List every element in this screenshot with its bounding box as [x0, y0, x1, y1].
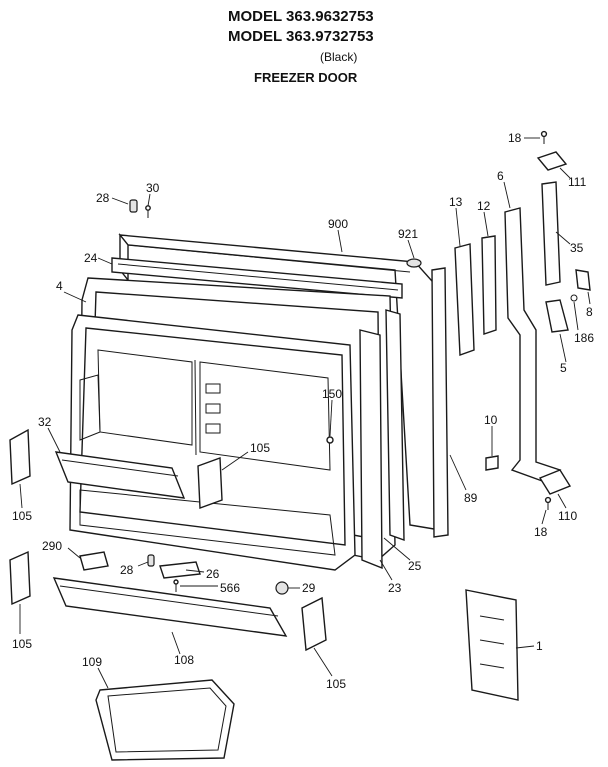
pin-28-top [129, 199, 138, 213]
screw-18-bottom [544, 496, 552, 510]
callout-label: 28 [96, 191, 110, 205]
hinge-cover-35 [541, 181, 561, 286]
callout-label: 290 [42, 539, 62, 553]
callout-label: 105 [12, 637, 32, 651]
screw-30 [145, 205, 151, 218]
bin-end-105-center [197, 457, 223, 509]
bin-end-105-left-lower [9, 550, 31, 606]
callout-label: 566 [220, 581, 240, 595]
screw-18-top [540, 130, 548, 144]
bracket-26 [159, 561, 201, 579]
callout-label: 89 [464, 491, 478, 505]
plug-921 [406, 258, 422, 268]
callout-label: 13 [449, 195, 463, 209]
callout-label: 186 [574, 331, 594, 345]
callout-label: 110 [558, 509, 577, 523]
callout-label: 1 [536, 639, 543, 653]
callout-label: 5 [560, 361, 567, 375]
callout-label: 26 [206, 567, 220, 581]
fastener-150 [326, 436, 334, 444]
callout-label: 28 [120, 563, 134, 577]
callout-label: 109 [82, 655, 102, 669]
callout-label: 108 [174, 653, 194, 667]
hinge-cover-13 [454, 243, 475, 356]
callout-label: 24 [84, 251, 98, 265]
trim-strip-89 [431, 267, 449, 538]
callout-label: 921 [398, 227, 418, 241]
callout-label: 111 [568, 175, 587, 189]
shim-8 [575, 269, 591, 291]
bracket-5 [545, 299, 569, 333]
door-gasket-24 [111, 257, 403, 299]
door-liner [69, 314, 356, 571]
section-title: FREEZER DOOR [254, 70, 358, 85]
diagram-header: MODEL 363.9632753 MODEL 363.9732753 (Bla… [0, 6, 608, 96]
callout-label: 18 [534, 525, 548, 539]
spring-186 [570, 294, 578, 302]
callout-label: 12 [477, 199, 491, 213]
leader-lines [19, 137, 591, 689]
callout-label: 105 [326, 677, 346, 691]
nameplate-1 [465, 589, 519, 701]
bin-end-105-left-upper [9, 428, 31, 486]
bucket-109 [95, 679, 235, 761]
callout-label: 105 [250, 441, 270, 455]
pin-28-bottom [147, 554, 155, 567]
callout-label: 6 [497, 169, 504, 183]
clip-290 [79, 551, 109, 571]
model-number-2: MODEL 363.9732753 [228, 28, 374, 45]
color-note: (Black) [320, 50, 358, 64]
callout-label: 32 [38, 415, 52, 429]
callout-label: 30 [146, 181, 160, 195]
hinge-plate-110 [538, 469, 572, 495]
callout-label: 25 [408, 559, 422, 573]
callout-label: 35 [570, 241, 584, 255]
callout-label: 4 [56, 279, 63, 293]
plug-29 [275, 581, 289, 595]
shelf-108 [52, 577, 288, 637]
stop-10 [485, 455, 499, 471]
callout-label: 23 [388, 581, 402, 595]
door-side-edge-25 [385, 309, 405, 541]
callout-label: 150 [322, 387, 342, 401]
shelf-32 [54, 451, 186, 499]
model-number-1: MODEL 363.9632753 [228, 8, 374, 25]
door-side-edge-23 [359, 329, 383, 570]
hinge-strip-12 [481, 235, 497, 335]
callout-label: 10 [484, 413, 498, 427]
callout-label: 900 [328, 217, 348, 231]
callout-label: 8 [586, 305, 593, 319]
callout-label: 105 [12, 509, 32, 523]
screw-566 [173, 579, 179, 592]
callout-labels: 18 111 6 13 12 35 28 30 900 921 24 8 4 1… [12, 131, 594, 691]
callout-label: 18 [508, 131, 522, 145]
callout-label: 29 [302, 581, 316, 595]
hinge-cap-111 [536, 151, 568, 171]
bin-end-105-right [301, 596, 327, 652]
